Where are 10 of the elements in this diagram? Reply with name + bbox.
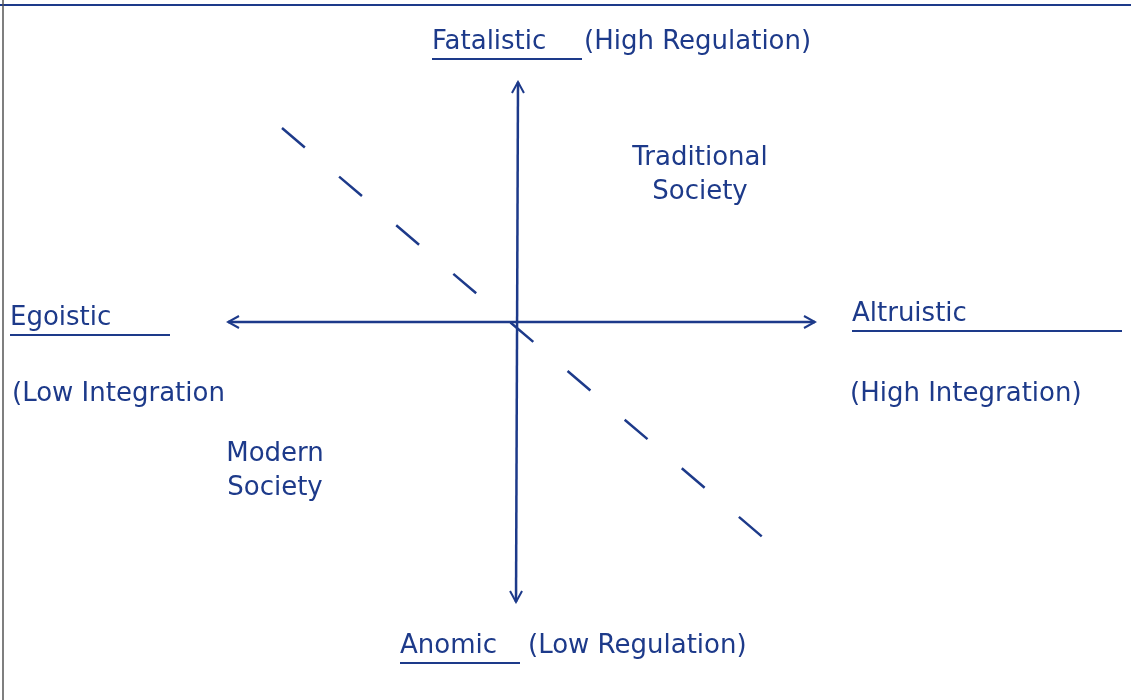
axis-label: Fatalistic [432, 24, 582, 60]
axis-label: Anomic [400, 628, 520, 664]
axis-label: Altruistic [852, 296, 1122, 332]
quadrant-label: Modern Society [225, 436, 325, 503]
quadrant-label: Traditional Society [631, 140, 769, 207]
axis-subtitle: (High Regulation) [584, 24, 813, 57]
axis-label: Egoistic [10, 300, 170, 336]
axis-subtitle: (High Integration) [850, 376, 1083, 409]
axis-subtitle: (Low Regulation) [528, 628, 748, 661]
axis-subtitle: (Low Integration [12, 376, 226, 409]
